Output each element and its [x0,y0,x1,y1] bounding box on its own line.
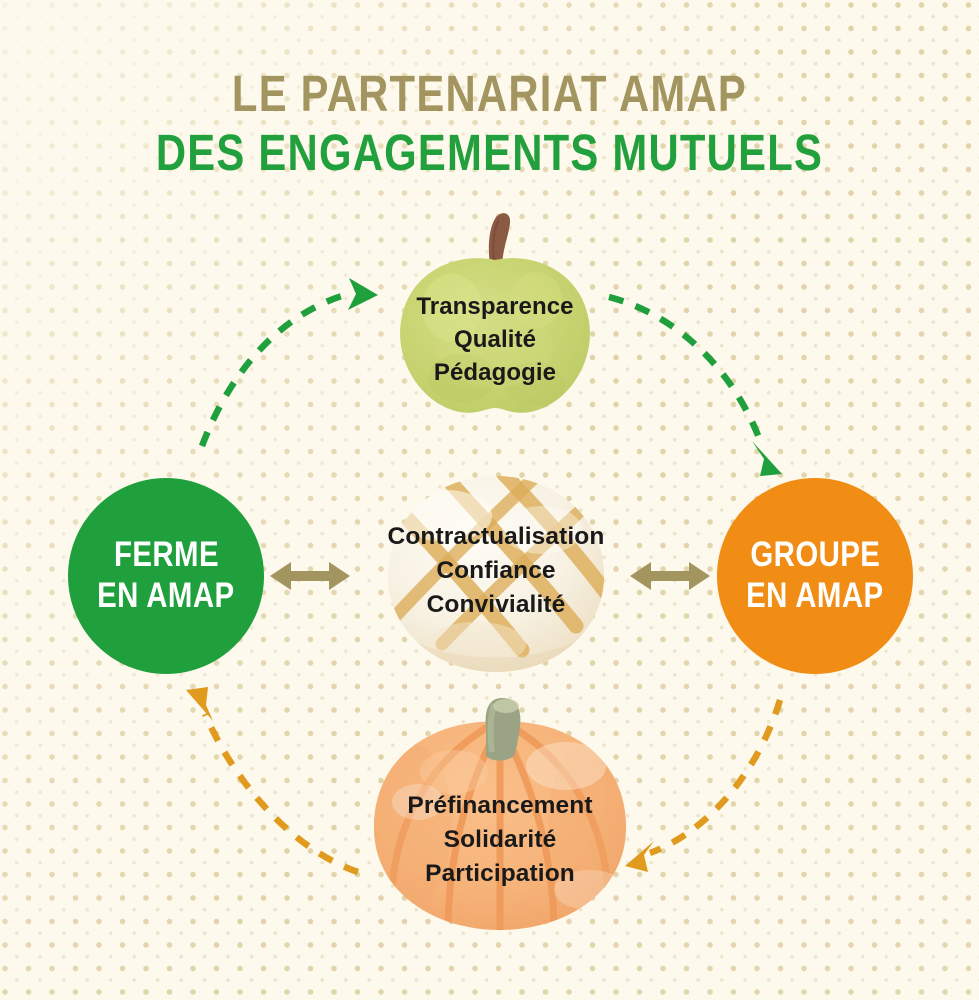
bread-line-3: Convivialité [426,590,566,618]
node-group-label-line-1: GROUPE [750,535,880,575]
node-bread[interactable]: Contractualisation Confiance Convivialit… [376,472,616,676]
bread-line-1: Contractualisation [387,523,605,550]
node-bread-text: Contractualisation Confiance Convivialit… [376,520,616,621]
pumpkin-line-3: Participation [425,859,575,887]
connector-farm-bread-double-arrow [270,558,350,594]
pumpkin-line-1: Préfinancement [407,792,593,819]
apple-line-2: Qualité [453,326,537,354]
node-pumpkin[interactable]: Préfinancement Solidarité Participation [366,694,634,936]
node-farm-label-line-1: FERME [113,535,219,575]
apple-line-3: Pédagogie [433,359,557,387]
double-headed-arrow-icon [270,562,350,590]
node-farm-en-amap[interactable]: FERME EN AMAP [68,478,264,674]
node-pumpkin-text: Préfinancement Solidarité Participation [366,789,634,890]
apple-icon [400,213,590,413]
apple-line-1: Transparence [416,293,574,320]
double-headed-arrow-icon [630,562,710,590]
bread-line-2: Confiance [436,556,556,584]
title-line-1: LE PARTENARIAT AMAP [231,65,748,122]
node-group-en-amap[interactable]: GROUPE EN AMAP [717,478,913,674]
node-apple[interactable]: Transparence Qualité Pédagogie [384,208,606,420]
bread-loaf-icon [387,476,605,672]
pumpkin-line-2: Solidarité [443,825,557,853]
title-line-2: DES ENGAGEMENTS MUTUELS [155,124,824,181]
node-apple-text: Transparence Qualité Pédagogie [384,290,606,389]
pumpkin-icon [373,698,627,931]
page-title: LE PARTENARIAT AMAP DES ENGAGEMENTS MUTU… [0,68,979,178]
connector-bread-group-double-arrow [630,558,710,594]
node-farm-label-line-2: EN AMAP [97,576,235,615]
node-group-label-line-2: EN AMAP [746,576,884,615]
